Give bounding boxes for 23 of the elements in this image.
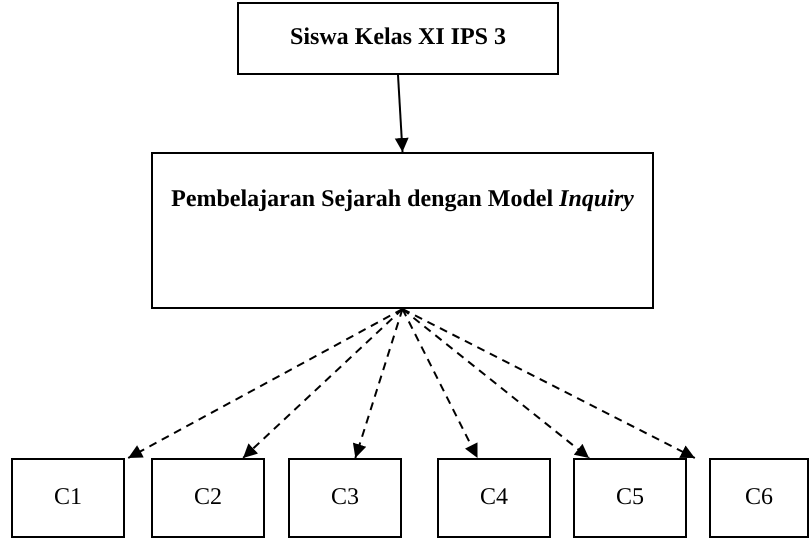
arrow [394,74,409,152]
process-box [437,458,551,538]
arrow [352,308,404,458]
box-label: C3 [330,483,359,512]
arrow [242,308,404,459]
box-label: C6 [744,483,773,512]
process-box [151,458,265,538]
arrow [128,308,403,459]
box-label: Pembelajaran Sejarah dengan Model Inquiry [171,185,634,214]
process-box [237,2,559,75]
arrow [402,308,478,458]
process-box [151,152,654,309]
box-label: C4 [480,483,508,512]
box-label: C1 [54,483,82,512]
box-label: C5 [616,483,644,512]
arrow [402,308,590,459]
process-box [709,458,809,538]
box-label: C2 [194,483,222,512]
arrow [402,308,696,459]
process-box [11,458,125,538]
process-box [288,458,402,538]
process-box [573,458,687,538]
box-label: Siswa Kelas XI IPS 3 [290,23,506,52]
